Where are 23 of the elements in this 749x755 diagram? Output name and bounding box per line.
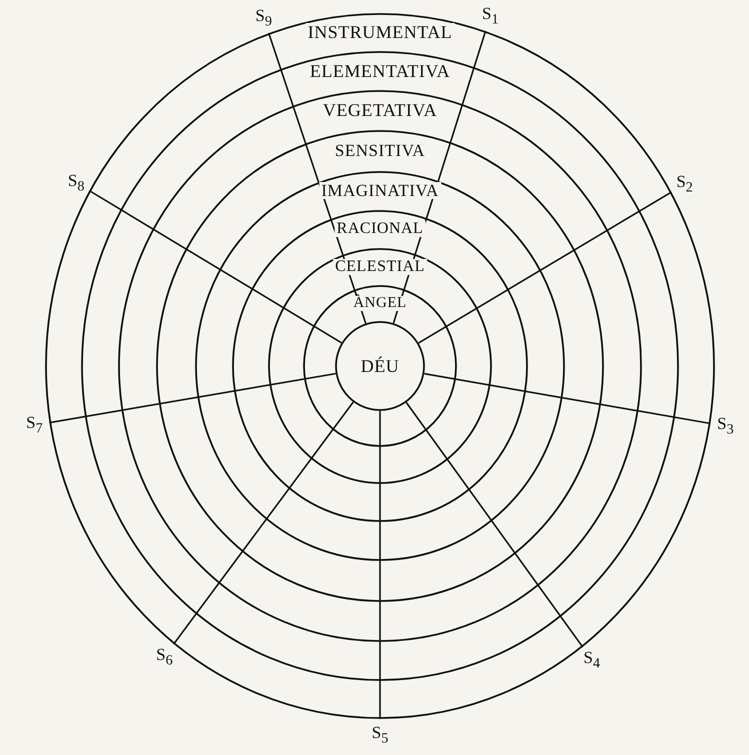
ring-label: VEGETATIVA <box>320 101 440 119</box>
ring-label: DÉU <box>358 357 402 375</box>
sector-label: S$_{6}$ <box>156 646 173 668</box>
concentric-ring <box>268 248 492 484</box>
ring-label: IMAGINATIVA <box>319 182 441 199</box>
ring-label: INSTRUMENTAL <box>306 23 454 41</box>
sector-label: S$_{7}$ <box>26 414 43 436</box>
sector-label: S$_{3}$ <box>717 415 734 437</box>
center-circle <box>335 321 425 411</box>
concentric-ring <box>156 130 604 602</box>
concentric-ring <box>195 171 565 561</box>
ring-label: CELESTIAL <box>333 258 427 274</box>
ring-label: RACIONAL <box>334 221 426 237</box>
sector-label: S$_{4}$ <box>584 648 600 670</box>
concentric-ring <box>118 90 642 642</box>
ring-label: ELEMENTATIVA <box>308 62 452 80</box>
sector-label: S$_{8}$ <box>68 172 84 194</box>
sector-label: S$_{2}$ <box>676 173 693 195</box>
sector-label: S$_{9}$ <box>255 7 272 29</box>
concentric-ring <box>303 285 457 447</box>
sector-label: S$_{1}$ <box>482 5 499 27</box>
concentric-ring <box>232 210 528 522</box>
sector-label: S$_{5}$ <box>372 724 388 746</box>
